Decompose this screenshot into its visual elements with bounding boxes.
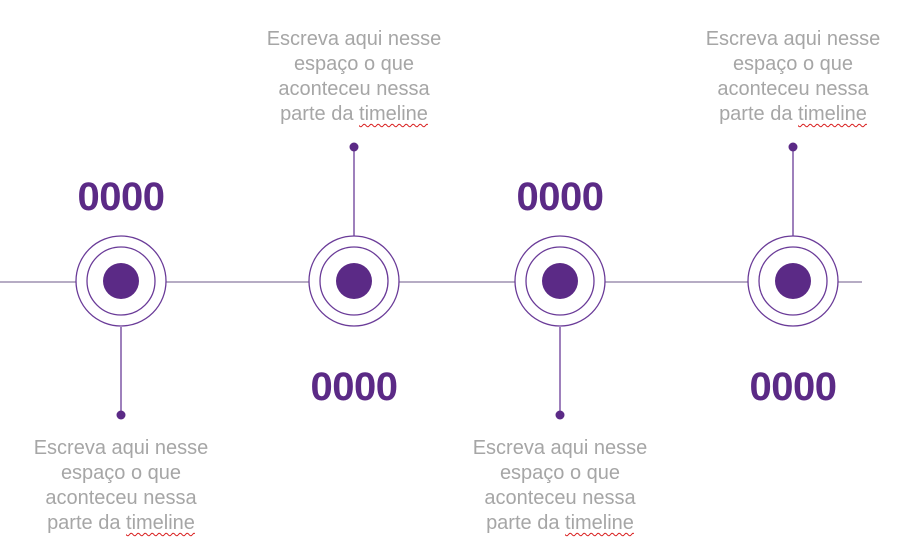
- description-line: parte da timeline: [719, 103, 867, 125]
- spellcheck-word: timeline: [798, 103, 867, 125]
- description-line: Escreva aqui nesse: [33, 437, 209, 459]
- timeline-node-3: [514, 235, 606, 420]
- description-line: espaço o que: [293, 53, 415, 75]
- description-line: parte da timeline: [280, 103, 428, 125]
- description-line: aconteceu nessa: [45, 487, 197, 509]
- description-line: aconteceu nessa: [278, 78, 430, 100]
- description-line: Escreva aqui nesse: [472, 437, 648, 459]
- connector-dot: [788, 142, 798, 152]
- spellcheck-word: timeline: [359, 103, 428, 125]
- timeline-node-2: [308, 142, 400, 327]
- event-year: 0000: [77, 175, 165, 219]
- spellcheck-word: timeline: [126, 512, 195, 534]
- description-line: aconteceu nessa: [484, 487, 636, 509]
- spellcheck-word: timeline: [565, 512, 634, 534]
- event-year: 0000: [749, 365, 837, 409]
- center-dot: [542, 263, 578, 299]
- center-dot: [775, 263, 811, 299]
- event-year: 0000: [310, 365, 398, 409]
- inner-ring: [758, 246, 828, 316]
- description-line: parte da timeline: [486, 512, 634, 534]
- inner-ring: [86, 246, 156, 316]
- description-line: espaço o que: [499, 462, 621, 484]
- timeline-node-4: [747, 142, 839, 327]
- description-line: espaço o que: [732, 53, 854, 75]
- center-dot: [336, 263, 372, 299]
- description-line: aconteceu nessa: [717, 78, 869, 100]
- description-line: parte da timeline: [47, 512, 195, 534]
- event-year: 0000: [516, 175, 604, 219]
- inner-ring: [319, 246, 389, 316]
- description-line: Escreva aqui nesse: [266, 28, 442, 50]
- center-dot: [103, 263, 139, 299]
- description-line: Escreva aqui nesse: [705, 28, 881, 50]
- description-line: espaço o que: [60, 462, 182, 484]
- inner-ring: [525, 246, 595, 316]
- event-description: Escreva aqui nesse espaço o que acontece…: [450, 436, 670, 536]
- timeline-node-1: [75, 235, 167, 420]
- connector-dot: [349, 142, 359, 152]
- connector-dot: [116, 410, 126, 420]
- event-description: Escreva aqui nesse espaço o que acontece…: [244, 27, 464, 127]
- event-description: Escreva aqui nesse espaço o que acontece…: [683, 27, 898, 127]
- connector-dot: [555, 410, 565, 420]
- event-description: Escreva aqui nesse espaço o que acontece…: [11, 436, 231, 536]
